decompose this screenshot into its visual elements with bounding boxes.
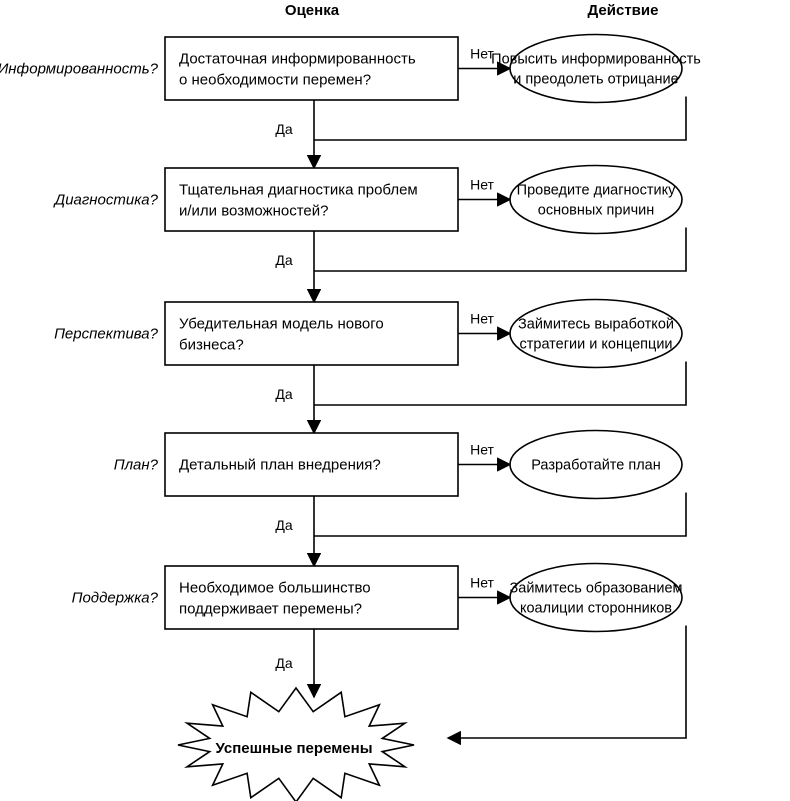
question-text: поддерживает перемены? [179,601,362,618]
step-1: Информированность? Достаточная информиров… [0,33,701,170]
no-label: Нет [470,46,494,62]
question-text: бизнеса? [179,337,244,354]
step-5: Поддержка? Необходимое большинство поддерж… [72,562,687,746]
return-line [314,361,687,406]
action-text: стратегии и концепции [519,337,672,353]
question-text: Детальный план внедрения? [179,457,381,474]
stage-label: Перспектива? [54,326,159,343]
assessment-column-header: Оценка [285,2,340,19]
stage-label: Информированность? [0,61,159,78]
action-text: и преодолеть отрицание [513,72,678,88]
step-4: План? Детальный план внедрения? НетРазрабо… [114,429,687,568]
yes-label: Да [275,386,292,402]
return-line [314,96,687,141]
success-starburst [177,686,415,801]
no-label: Нет [470,177,494,193]
question-text: Необходимое большинство [179,580,371,597]
success-outcome-label: Успешные перемены [215,740,372,757]
question-box [164,301,459,366]
step-3: Перспектива? Убедительная модель нового би… [54,298,687,435]
question-text: Достаточная информированность [179,51,416,68]
return-line [314,492,687,537]
action-ellipse [509,164,683,235]
question-box [164,36,459,101]
question-box [164,167,459,232]
action-ellipse [509,429,683,500]
return-arrow [446,625,687,746]
action-column-header: Действие [588,2,659,19]
action-text: Проведите диагностику [517,183,676,199]
yes-label: Да [275,252,292,268]
yes-label: Да [275,517,292,533]
stage-label: Диагностика? [53,192,159,209]
question-text: о необходимости перемен? [179,72,371,89]
stage-label: Поддержка? [72,590,159,607]
action-text: основных причин [538,203,654,219]
question-text: и/или возможностей? [179,203,329,220]
action-ellipse [509,562,683,633]
action-text: Займитесь образованием [510,581,683,597]
stage-label: План? [114,457,159,474]
steps-layer: Информированность? Достаточная информиров… [0,33,701,746]
no-label: Нет [470,575,494,591]
question-text: Тщательная диагностика проблем [179,182,418,199]
action-text: Повысить информированность [491,52,701,68]
action-text: Разработайте план [531,458,661,474]
no-label: Нет [470,442,494,458]
action-text: Займитесь выработкой [518,317,674,333]
action-ellipse [509,33,683,104]
no-label: Нет [470,311,494,327]
yes-label: Да [275,121,292,137]
question-text: Убедительная модель нового [179,316,384,333]
action-ellipse [509,298,683,369]
question-box [164,565,459,630]
return-line [314,227,687,272]
yes-label: Да [275,655,292,671]
action-text: коалиции сторонников [520,601,672,617]
step-2: Диагностика? Тщательная диагностика пробл… [53,164,687,304]
